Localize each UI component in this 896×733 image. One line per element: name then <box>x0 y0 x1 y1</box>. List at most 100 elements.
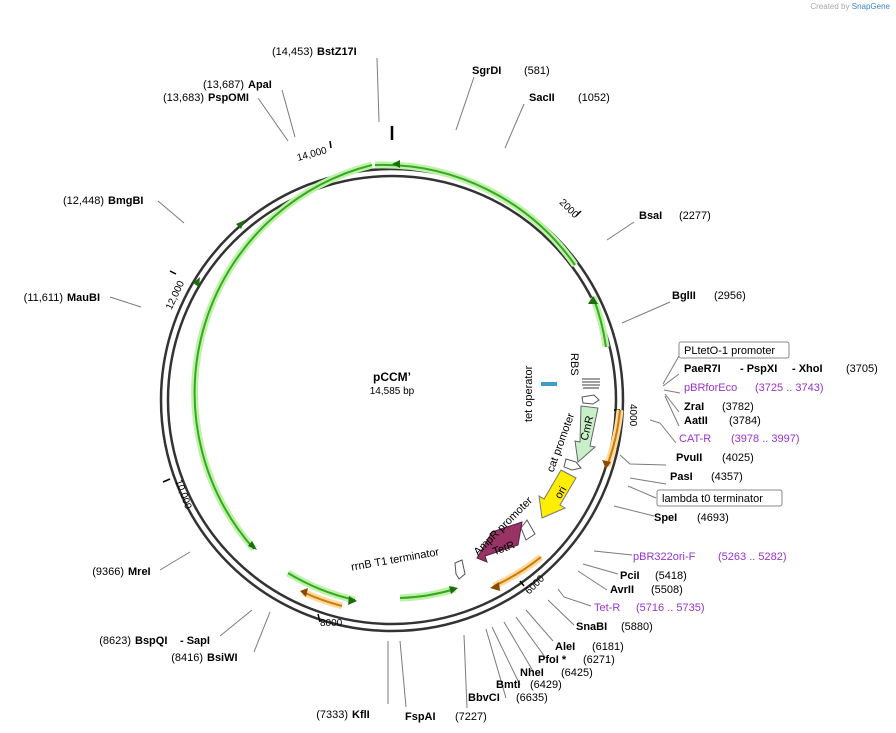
site-name: - PspXI <box>740 363 777 375</box>
snapgene-logo: SnapGene <box>851 2 890 11</box>
primer-labels: pBRforEco (3725 .. 3743) CAT-R (3978 .. … <box>594 382 824 614</box>
leader-line <box>485 628 507 699</box>
site-labels: (14,453) BstZ17I SgrDI (581) SacII (1052… <box>24 46 878 723</box>
tick-mark-8000 <box>317 613 321 623</box>
feature-box <box>656 489 783 507</box>
site-name: FspAI <box>405 711 436 723</box>
feature-arc-left <box>193 164 373 550</box>
site-position: (8623) <box>99 635 131 647</box>
site-name: PciI <box>620 570 640 582</box>
leader-line <box>577 570 608 591</box>
arrow-head-icon <box>348 596 357 605</box>
arrow-head-icon <box>236 220 245 229</box>
arrow-head-icon <box>300 588 308 597</box>
site-position: (6635) <box>516 692 548 704</box>
arrow-head-icon <box>392 160 400 168</box>
site-name: AleI <box>555 641 575 653</box>
site-name: PasI <box>670 471 693 483</box>
tet-operator-label: tet operator <box>523 365 535 422</box>
primer-name: CAT-R <box>679 433 711 445</box>
site-position: (4693) <box>697 512 729 524</box>
leader-line <box>159 551 191 571</box>
leader-line <box>593 550 633 556</box>
site-position: (14,453) <box>272 46 313 58</box>
leader-line <box>662 373 680 387</box>
leader-line <box>504 103 525 149</box>
site-position: (13,687) <box>203 79 244 91</box>
cmr-arrow <box>574 405 599 463</box>
site-position: (581) <box>524 65 550 77</box>
site-name: PvuII <box>676 452 702 464</box>
plasmid-name: pCCM’ <box>373 370 411 384</box>
site-position: (6429) <box>530 679 562 691</box>
tetr-arrow <box>476 521 523 563</box>
terminator-icon <box>454 559 466 580</box>
site-position: (3782) <box>722 401 754 413</box>
leader-line <box>613 505 655 517</box>
site-name: BbvCI <box>468 692 500 704</box>
site-name: BsaI <box>639 210 662 222</box>
leader-line <box>606 221 635 241</box>
leader-lines <box>109 57 681 709</box>
feature-box <box>678 341 790 359</box>
site-position: (3784) <box>729 415 761 427</box>
site-name: KflI <box>352 709 370 721</box>
site-name: - SapI <box>180 635 210 647</box>
site-position: (6271) <box>583 654 615 666</box>
site-name: SgrDI <box>472 65 501 77</box>
site-name: MauBI <box>67 292 100 304</box>
arrow-head-icon <box>449 586 458 594</box>
leader-line <box>376 57 380 123</box>
site-name: SnaBI <box>576 621 607 633</box>
site-position: (9366) <box>92 566 124 578</box>
arrow-head-icon <box>588 296 598 304</box>
promoter-arrow-icon <box>520 519 536 541</box>
site-position: (7227) <box>455 711 487 723</box>
tick-label-8000: 8000 <box>320 618 343 629</box>
site-name: PaeR7I <box>684 363 721 375</box>
tick-label-4000: 4000 <box>627 404 638 427</box>
backbone-outer-ring <box>159 167 625 633</box>
promoter-arrow-icon <box>581 394 600 405</box>
tick-label-2000: 2000 <box>557 197 581 221</box>
site-name: PfoI * <box>538 654 567 666</box>
site-name: BsiWI <box>207 652 238 664</box>
site-name: BspQI <box>135 635 167 647</box>
arrow-head-icon <box>602 460 611 469</box>
leader-line <box>109 296 142 308</box>
leader-line <box>627 485 657 499</box>
primer-name: Tet-R <box>594 602 620 614</box>
ori-arrow <box>538 469 577 519</box>
site-position: (3705) <box>846 363 878 375</box>
tick-label-14000: 14,000 <box>296 145 329 164</box>
feature-arc-glow <box>191 161 373 552</box>
leader-line <box>515 616 546 658</box>
site-name: PspOMI <box>208 92 249 104</box>
plasmid-length: 14,585 bp <box>370 386 415 397</box>
site-position: (13,683) <box>163 92 204 104</box>
primer-range: (5263 .. 5282) <box>718 551 787 563</box>
tick-mark-14000 <box>329 140 332 149</box>
site-name: BglII <box>672 290 696 302</box>
site-position: (2277) <box>679 210 711 222</box>
site-name: ZraI <box>684 401 704 413</box>
backbone-inner-ring <box>166 174 618 626</box>
tick-mark-6000 <box>519 580 525 587</box>
site-name: SacII <box>529 92 555 104</box>
leader-line <box>463 634 468 709</box>
tick-mark-2000 <box>575 210 582 217</box>
site-position: (12,448) <box>63 195 104 207</box>
feature-arc-top <box>374 163 576 266</box>
arrow-heads <box>193 160 611 605</box>
site-name: SpeI <box>654 512 677 524</box>
site-position: (6181) <box>592 641 624 653</box>
site-name: BmgBI <box>108 195 143 207</box>
site-position: (8416) <box>171 652 203 664</box>
tick-label-12000: 12,000 <box>164 279 187 312</box>
leader-line <box>525 609 554 642</box>
tet-operator-mark <box>541 382 557 386</box>
site-position: (6425) <box>561 667 593 679</box>
inner-features: CmR ori TetR <box>454 378 600 580</box>
site-position: (1052) <box>578 92 610 104</box>
